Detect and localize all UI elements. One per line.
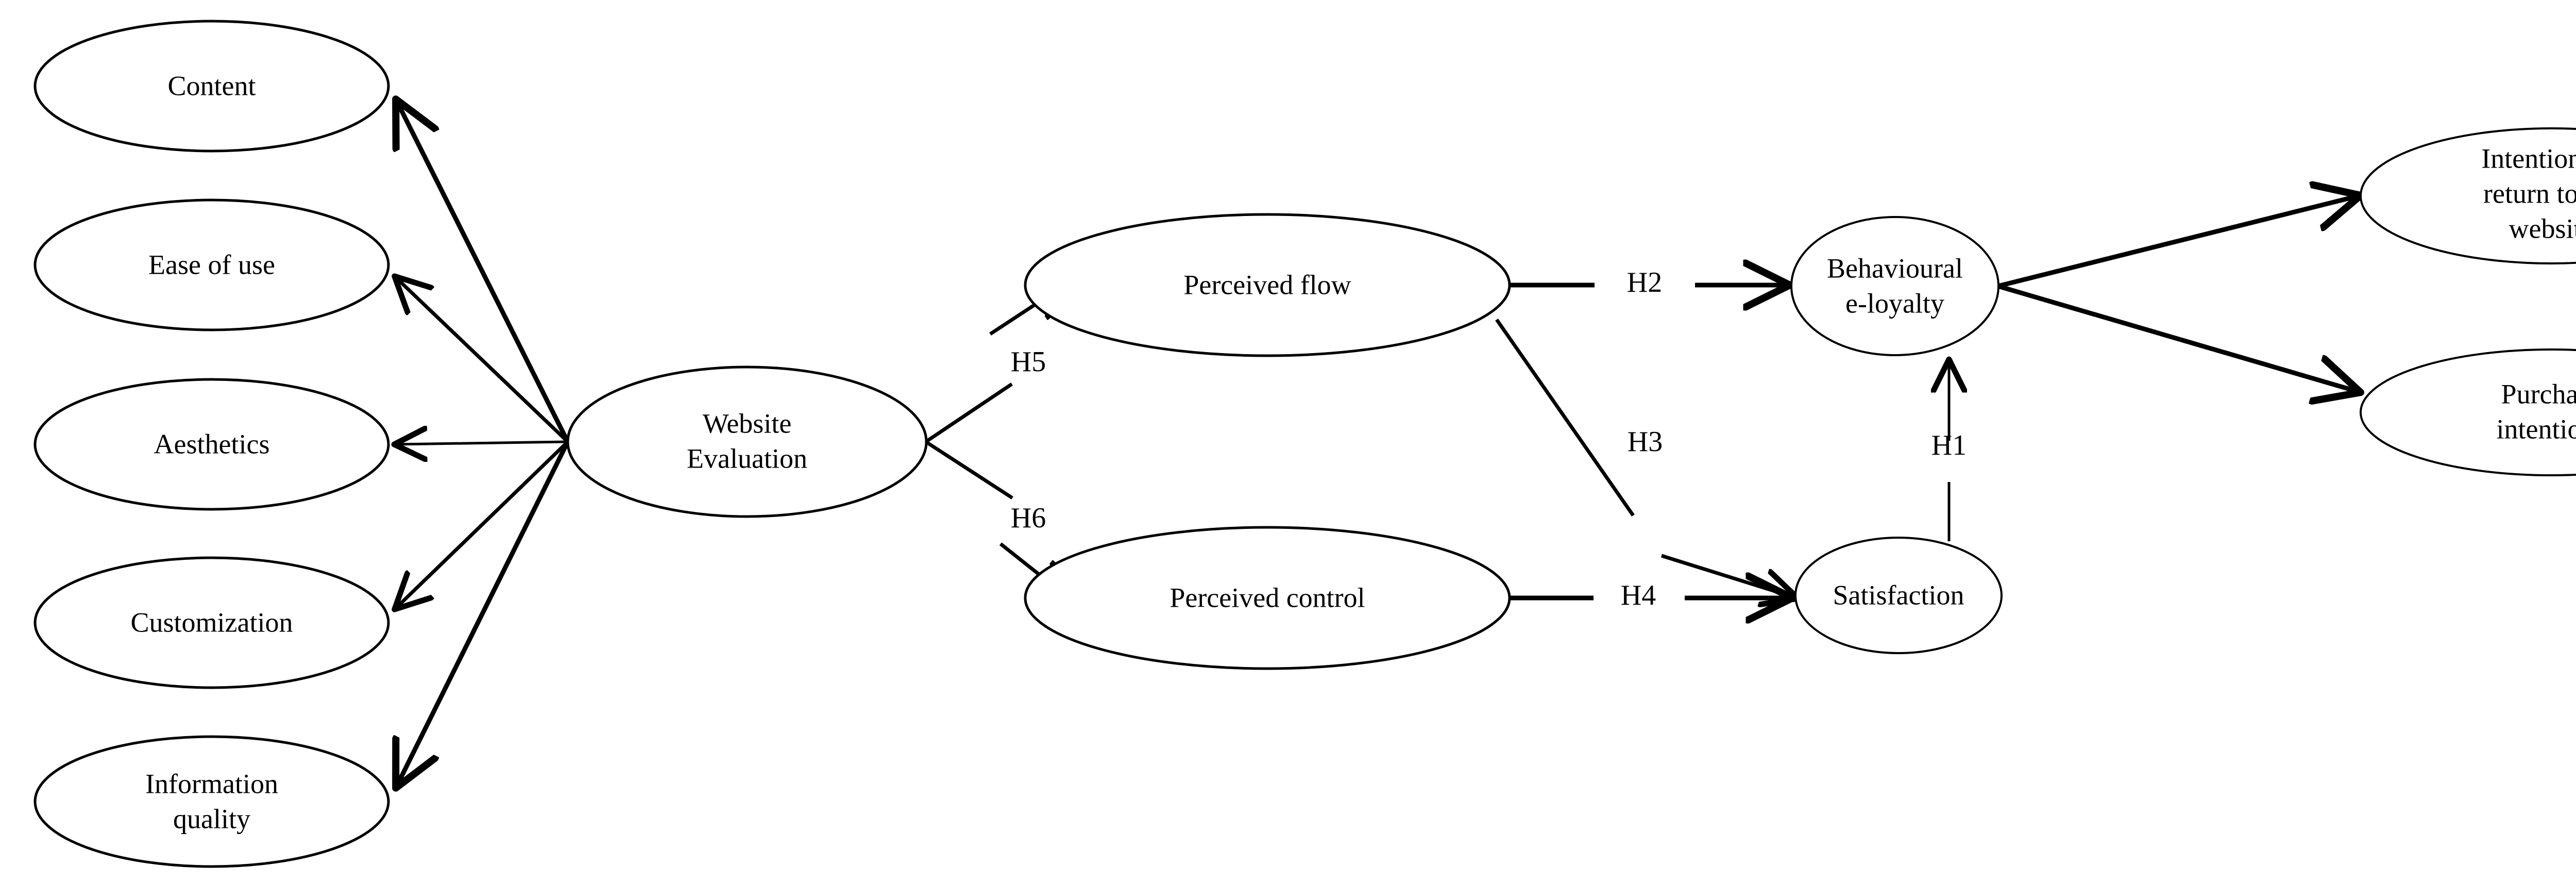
node-information-quality[interactable]: Information quality: [33, 735, 390, 868]
hypothesis-label-h5: H5: [1011, 346, 1046, 378]
node-perceived-flow-ellipse[interactable]: [1024, 213, 1511, 357]
node-ease-of-use-ellipse[interactable]: [33, 198, 390, 331]
node-satisfaction-ellipse[interactable]: [1794, 537, 2003, 654]
node-perceived-control-ellipse[interactable]: [1024, 526, 1511, 670]
node-behavioural-eloyalty[interactable]: Behavioural e-loyalty: [1790, 216, 1999, 356]
node-website-evaluation[interactable]: Website Evaluation: [566, 365, 928, 518]
edge-h6-stub: [925, 440, 1013, 500]
node-content[interactable]: Content: [33, 20, 390, 153]
edge-perceived-flow-h3-stub: [1495, 318, 1635, 517]
node-information-quality-label-line1: Information: [145, 768, 278, 799]
node-perceived-control[interactable]: Perceived control: [1024, 526, 1511, 670]
node-perceived-flow-label: Perceived flow: [1183, 269, 1351, 300]
edge-group-outcomes: [1997, 196, 2359, 392]
node-purchase-intentions-label-line2: intentions: [2497, 413, 2576, 444]
node-intentions-to-return-label-line2: return to the: [2483, 178, 2576, 209]
edge-website-evaluation-to-customization: [396, 440, 569, 608]
node-intentions-to-return[interactable]: Intentions to return to the website: [2360, 127, 2576, 264]
node-website-evaluation-label-line2: Evaluation: [687, 443, 807, 474]
node-customization-label: Customization: [131, 607, 293, 638]
edge-website-evaluation-to-ease-of-use: [396, 277, 569, 443]
edge-h3-to-satisfaction: [1660, 554, 1797, 598]
node-intentions-to-return-label-line3: website: [2509, 213, 2576, 244]
node-perceived-control-label: Perceived control: [1170, 582, 1365, 613]
hypothesis-label-h6: H6: [1011, 502, 1046, 534]
edge-website-evaluation-to-content: [397, 101, 570, 443]
node-behavioural-eloyalty-label-line2: e-loyalty: [1845, 288, 1944, 319]
node-content-ellipse[interactable]: [33, 20, 390, 153]
edge-h5-stub: [925, 382, 1013, 443]
node-ease-of-use[interactable]: Ease of use: [33, 198, 390, 331]
edge-group-mediators: [925, 285, 1067, 597]
hypothesis-label-h2: H2: [1627, 267, 1662, 298]
node-behavioural-eloyalty-label-line1: Behavioural: [1827, 253, 1963, 284]
node-intentions-to-return-label-line1: Intentions to: [2481, 143, 2576, 174]
hypothesis-label-h1: H1: [1931, 429, 1967, 461]
node-information-quality-ellipse[interactable]: [33, 735, 390, 868]
hypothesis-label-h4: H4: [1621, 579, 1656, 611]
node-satisfaction-label: Satisfaction: [1833, 579, 1964, 610]
edge-group-h3: [1495, 318, 1797, 598]
node-purchase-intentions-label-line1: Purchase: [2501, 378, 2576, 409]
node-behavioural-eloyalty-ellipse[interactable]: [1790, 216, 1999, 356]
edge-website-evaluation-to-aesthetics: [396, 442, 568, 444]
node-purchase-intentions-ellipse[interactable]: [2360, 348, 2576, 476]
node-information-quality-label-line2: quality: [173, 803, 250, 834]
node-perceived-flow[interactable]: Perceived flow: [1024, 213, 1511, 357]
edge-behavioural-eloyalty-to-purchase-intentions: [1997, 284, 2359, 392]
hypothesis-label-h3: H3: [1628, 426, 1663, 458]
node-website-evaluation-ellipse[interactable]: [566, 365, 928, 518]
node-intentions-to-return-ellipse[interactable]: [2360, 127, 2576, 264]
edge-group-attributes: [396, 101, 570, 786]
edge-website-evaluation-to-information-quality: [397, 440, 570, 786]
node-aesthetics-label: Aesthetics: [154, 428, 270, 459]
node-aesthetics[interactable]: Aesthetics: [33, 378, 390, 511]
node-satisfaction[interactable]: Satisfaction: [1794, 537, 2003, 654]
node-customization-ellipse[interactable]: [33, 556, 390, 689]
node-website-evaluation-label-line1: Website: [703, 408, 792, 439]
node-customization[interactable]: Customization: [33, 556, 390, 689]
node-aesthetics-ellipse[interactable]: [33, 378, 390, 511]
edge-behavioural-eloyalty-to-intentions-to-return: [1997, 196, 2359, 289]
node-ease-of-use-label: Ease of use: [148, 249, 275, 280]
node-purchase-intentions[interactable]: Purchase intentions: [2360, 348, 2576, 476]
node-content-label: Content: [168, 70, 256, 101]
